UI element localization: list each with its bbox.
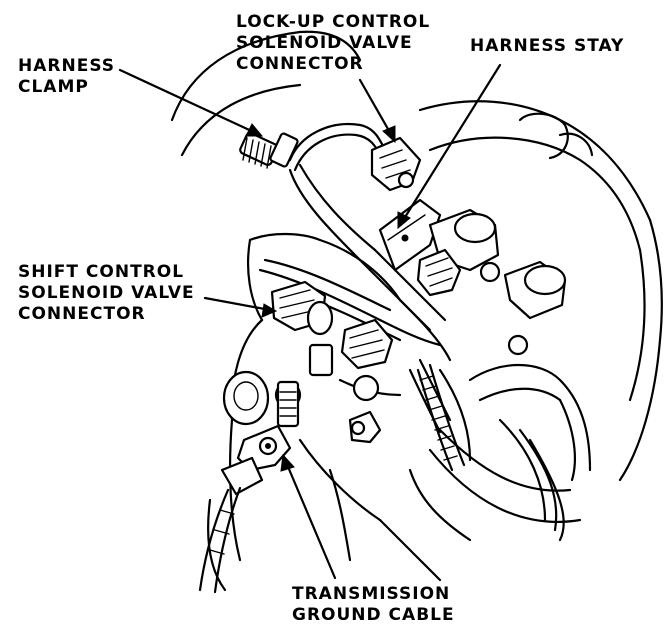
ground-cable bbox=[198, 424, 292, 594]
lockup-solenoid-connector bbox=[370, 136, 422, 192]
solenoid-cluster-right bbox=[416, 208, 567, 356]
center-components bbox=[222, 318, 394, 444]
shift-solenoid-connector bbox=[270, 280, 334, 336]
shift-connector-label: SHIFT CONTROL SOLENOID VALVE CONNECTOR bbox=[18, 262, 195, 324]
harness-stay-label: HARNESS STAY bbox=[470, 36, 625, 56]
ground-cable-label: TRANSMISSION GROUND CABLE bbox=[292, 584, 455, 625]
harness-clamp bbox=[239, 132, 299, 169]
lockup-connector-label: LOCK-UP CONTROL SOLENOID VALVE CONNECTOR bbox=[236, 12, 431, 74]
coiled-harness bbox=[416, 363, 466, 472]
wire-harness bbox=[258, 122, 452, 434]
leader-lines bbox=[118, 63, 502, 580]
harness-clamp-label: HARNESS CLAMP bbox=[18, 56, 116, 97]
transmission-housing bbox=[170, 30, 663, 542]
